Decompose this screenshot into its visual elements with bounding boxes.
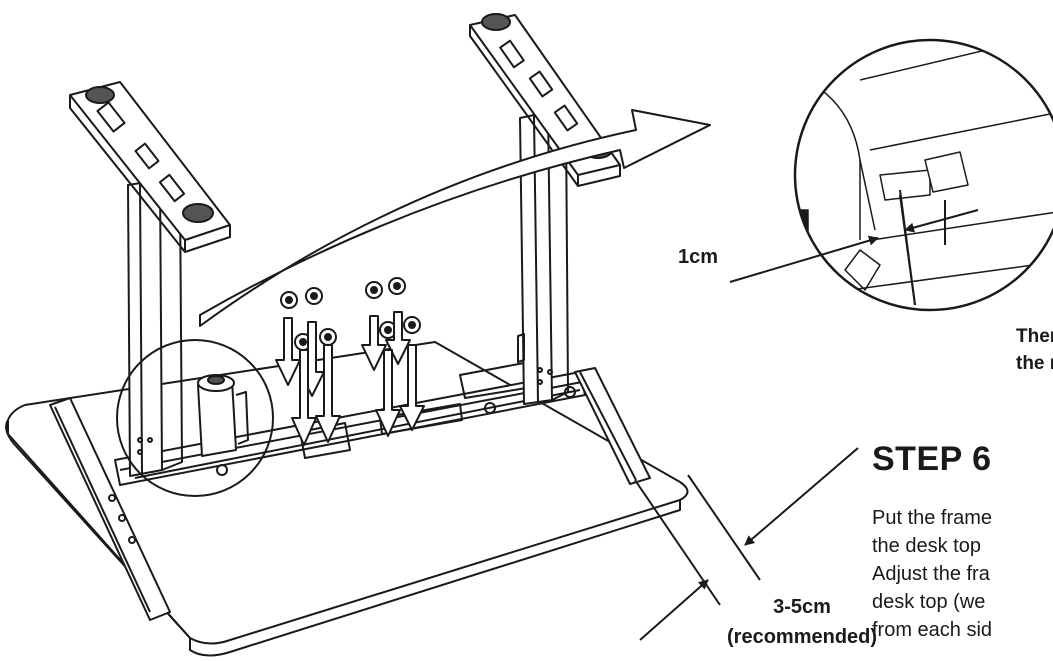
screws: [280, 277, 421, 351]
motor-detail: [116, 339, 274, 497]
instruction-line-1: Put the frame: [872, 507, 993, 529]
dimension-3-5cm: [634, 447, 859, 641]
gap-measure-note: (recommended): [727, 626, 878, 648]
step-title: STEP 6: [872, 440, 992, 478]
gap-measure-value: 3-5cm: [773, 596, 831, 618]
zoom-caption-line-2: the nu: [1016, 353, 1053, 374]
instruction-line-2: the desk top: [872, 535, 981, 557]
zoom-caption-line-1: There: [1016, 326, 1053, 347]
step-instructions: Put the frame the desk top Adjust the fr…: [872, 504, 992, 644]
instruction-line-3: Adjust the fra: [872, 563, 990, 585]
gap-measure-label: 3-5cm (recommended): [727, 592, 877, 652]
dimension-1cm: [729, 194, 979, 306]
zoom-caption: There the nu: [1016, 323, 1053, 377]
zoom-detail: [793, 38, 1053, 312]
direction-arrow: [199, 109, 711, 327]
right-foot: [574, 367, 651, 485]
cross-beam: [114, 359, 586, 486]
instruction-line-5: from each sid: [872, 619, 993, 641]
instruction-line-4: desk top (we: [872, 591, 986, 613]
left-foot: [49, 397, 171, 621]
zoom-measure-label: 1cm: [678, 246, 719, 268]
insertion-arrows: [275, 311, 425, 446]
left-top-bracket: [69, 81, 231, 253]
